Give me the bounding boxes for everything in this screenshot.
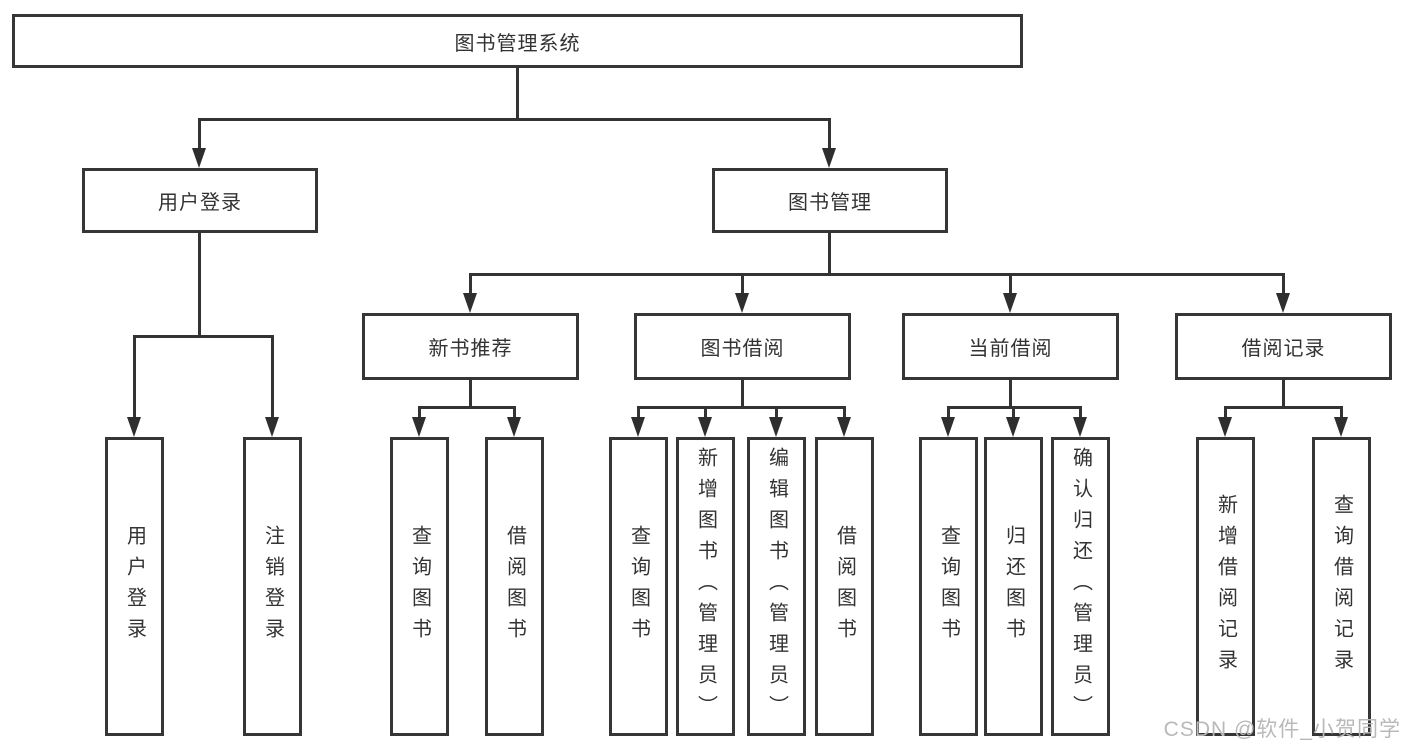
connector-hline [133, 335, 274, 338]
leaf-logout: 注销登录 [243, 437, 302, 736]
node-new-book-recommend: 新书推荐 [362, 313, 579, 380]
arrowhead-down-icon [463, 293, 477, 313]
connector-arrow-shaft [704, 406, 707, 423]
connector-vline [828, 232, 831, 275]
connector-arrow-shaft [133, 335, 136, 423]
connector-vline [198, 232, 201, 337]
leaf-add-borrow-record: 新增借阅记录 [1196, 437, 1255, 736]
leaf-confirm-return-admin: 确认归还（管理员） [1051, 437, 1110, 736]
node-book-borrow: 图书借阅 [634, 313, 851, 380]
connector-arrow-shaft [1079, 406, 1082, 423]
watermark: CSDN @软件_小贺同学 [1163, 718, 1401, 741]
arrowhead-down-icon [265, 417, 279, 437]
leaf-edit-book-admin-label: 编辑图书（管理员） [765, 447, 788, 726]
connector-hline [198, 118, 831, 121]
connector-vline [741, 379, 744, 408]
connector-arrow-shaft [1224, 406, 1227, 423]
leaf-user-login: 用户登录 [105, 437, 164, 736]
arrowhead-down-icon [192, 148, 206, 168]
leaf-user-login-label: 用户登录 [123, 524, 146, 649]
leaf-return-books-label: 归还图书 [1002, 524, 1025, 649]
arrowhead-down-icon [822, 148, 836, 168]
connector-hline [469, 273, 1285, 276]
leaf-borrow-books-recommend: 借阅图书 [485, 437, 544, 736]
arrowhead-down-icon [1276, 293, 1290, 313]
arrowhead-down-icon [1218, 417, 1232, 437]
leaf-borrow-books-label: 借阅图书 [833, 524, 856, 649]
arrowhead-down-icon [412, 417, 426, 437]
connector-vline [1009, 379, 1012, 408]
leaf-query-books-current: 查询图书 [919, 437, 978, 736]
arrowhead-down-icon [837, 417, 851, 437]
connector-vline [469, 379, 472, 408]
arrowhead-down-icon [631, 417, 645, 437]
leaf-add-book-admin-label: 新增图书（管理员） [694, 447, 717, 726]
node-borrow-records: 借阅记录 [1175, 313, 1392, 380]
leaf-query-books-recommend-label: 查询图书 [408, 524, 431, 649]
connector-arrow-shaft [1282, 273, 1285, 299]
node-user-login: 用户登录 [82, 168, 318, 233]
connector-arrow-shaft [418, 406, 421, 423]
node-book-management: 图书管理 [712, 168, 948, 233]
connector-arrow-shaft [513, 406, 516, 423]
arrowhead-down-icon [769, 417, 783, 437]
connector-arrow-shaft [1009, 273, 1012, 299]
arrowhead-down-icon [1073, 417, 1087, 437]
arrowhead-down-icon [1006, 417, 1020, 437]
arrowhead-down-icon [698, 417, 712, 437]
connector-arrow-shaft [1340, 406, 1343, 423]
leaf-add-book-admin: 新增图书（管理员） [676, 437, 735, 736]
connector-arrow-shaft [637, 406, 640, 423]
connector-vline [1282, 379, 1285, 408]
leaf-query-books-borrow-label: 查询图书 [627, 524, 650, 649]
leaf-borrow-books: 借阅图书 [815, 437, 874, 736]
connector-arrow-shaft [741, 273, 744, 299]
arrowhead-down-icon [1334, 417, 1348, 437]
arrowhead-down-icon [941, 417, 955, 437]
connector-vline [516, 67, 519, 120]
leaf-edit-book-admin: 编辑图书（管理员） [747, 437, 806, 736]
leaf-query-borrow-record: 查询借阅记录 [1312, 437, 1371, 736]
connector-hline [1224, 406, 1343, 409]
leaf-query-books-recommend: 查询图书 [390, 437, 449, 736]
arrowhead-down-icon [507, 417, 521, 437]
leaf-query-books-borrow: 查询图书 [609, 437, 668, 736]
connector-arrow-shaft [775, 406, 778, 423]
node-current-borrow: 当前借阅 [902, 313, 1119, 380]
arrowhead-down-icon [127, 417, 141, 437]
connector-arrow-shaft [947, 406, 950, 423]
leaf-query-borrow-record-label: 查询借阅记录 [1330, 493, 1353, 680]
leaf-add-borrow-record-label: 新增借阅记录 [1214, 493, 1237, 680]
node-library-management-system: 图书管理系统 [12, 14, 1023, 68]
leaf-confirm-return-admin-label: 确认归还（管理员） [1069, 447, 1092, 726]
connector-arrow-shaft [198, 118, 201, 154]
connector-arrow-shaft [271, 335, 274, 423]
connector-arrow-shaft [1012, 406, 1015, 423]
leaf-logout-label: 注销登录 [261, 524, 284, 649]
arrowhead-down-icon [1003, 293, 1017, 313]
arrowhead-down-icon [735, 293, 749, 313]
leaf-query-books-current-label: 查询图书 [937, 524, 960, 649]
connector-hline [418, 406, 516, 409]
connector-hline [637, 406, 846, 409]
connector-arrow-shaft [469, 273, 472, 299]
connector-arrow-shaft [843, 406, 846, 423]
leaf-return-books: 归还图书 [984, 437, 1043, 736]
leaf-borrow-books-recommend-label: 借阅图书 [503, 524, 526, 649]
connector-arrow-shaft [828, 118, 831, 154]
